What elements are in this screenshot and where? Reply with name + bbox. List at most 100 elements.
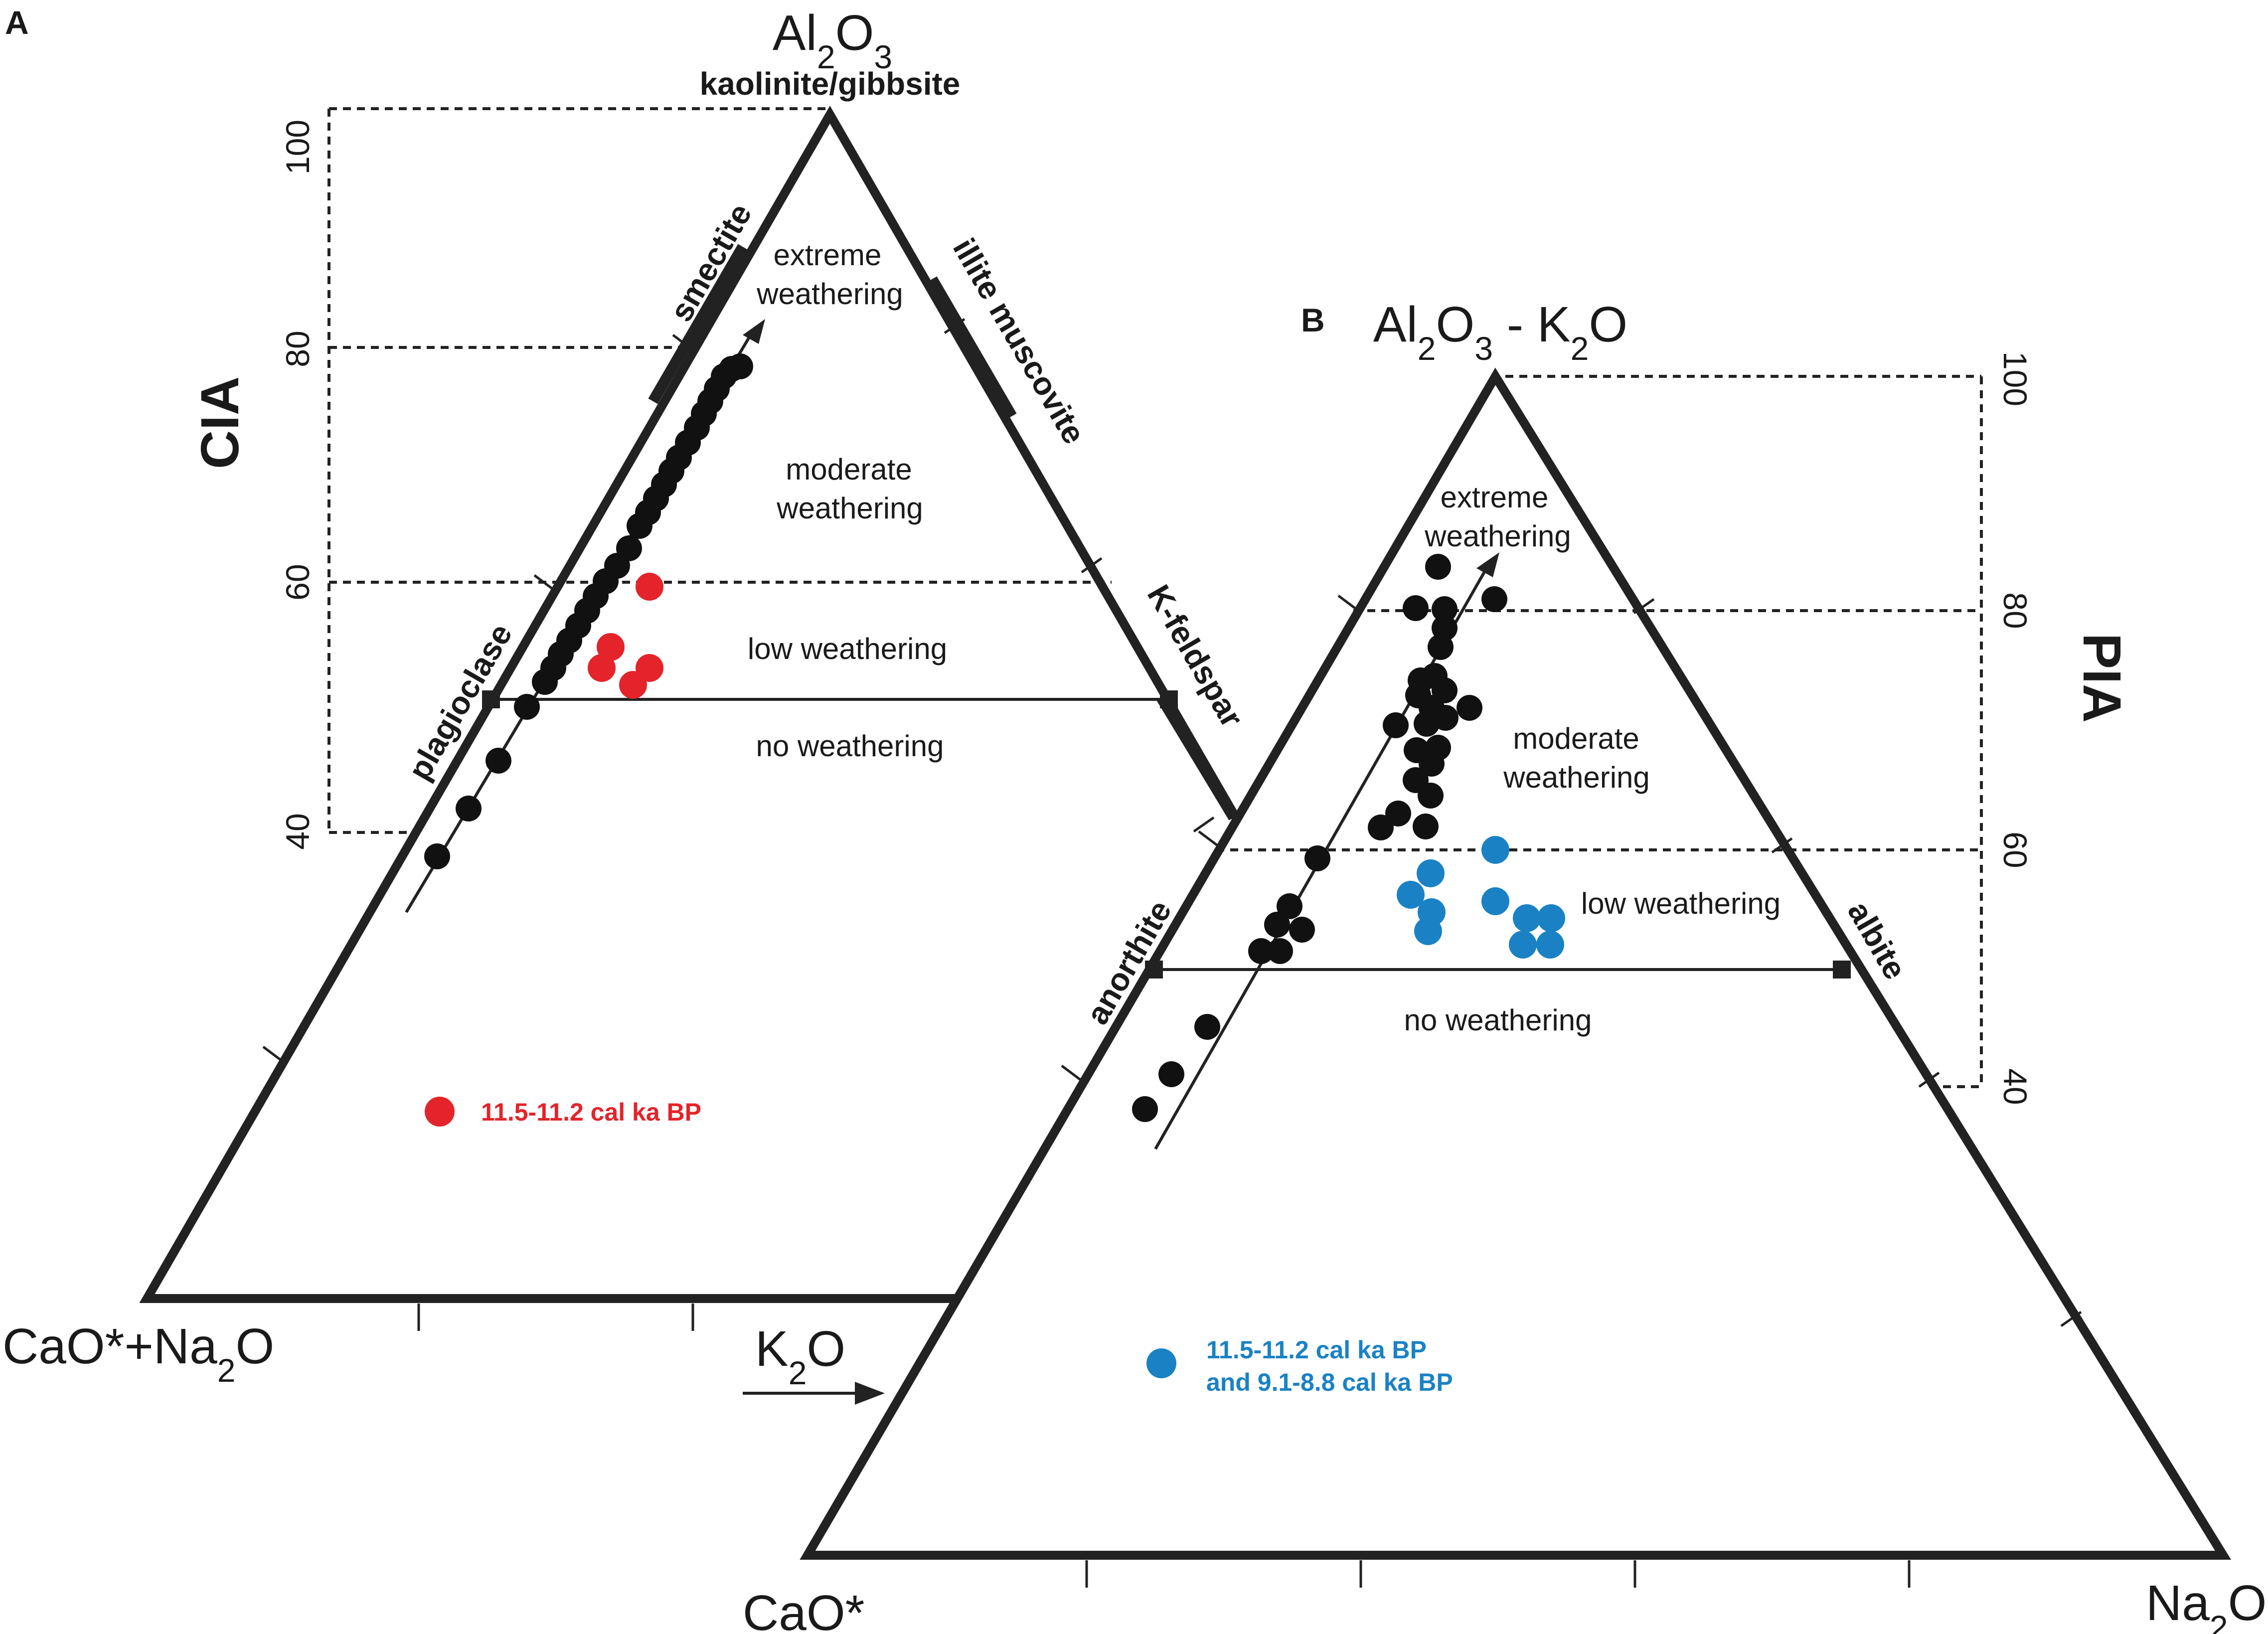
panel-b-apex-right: Na2O bbox=[2146, 1575, 2267, 1634]
panel-a-zone-extreme-2: weathering bbox=[756, 277, 903, 311]
panel-b-right-tick-3 bbox=[1918, 1071, 1940, 1088]
panel-b-blue-point bbox=[1417, 859, 1445, 887]
albite-marker bbox=[1833, 961, 1851, 979]
panel-b-apex-top: Al2O3 - K2O bbox=[1373, 297, 1627, 367]
panel-b-black-point bbox=[1304, 845, 1330, 871]
panel-b-zone-extreme-2: weathering bbox=[1424, 519, 1571, 553]
panel-b-zone-moderate-1: moderate bbox=[1513, 722, 1639, 755]
panel-b-black-point bbox=[1158, 1061, 1184, 1087]
cia-tick-100: 100 bbox=[279, 120, 316, 174]
panel-b-black-point bbox=[1413, 814, 1439, 839]
panel-b-black-points bbox=[1132, 554, 1507, 1122]
panel-b-legend-label-2: and 9.1-8.8 cal ka BP bbox=[1206, 1368, 1453, 1396]
panel-b-black-point bbox=[1289, 917, 1315, 943]
kfeldspar-bar bbox=[1156, 695, 1239, 820]
panel-b-blue-point bbox=[1397, 881, 1425, 909]
pia-tick-100: 100 bbox=[1997, 351, 2034, 406]
panel-a-red-point bbox=[597, 633, 625, 661]
panel-b-black-point bbox=[1425, 735, 1451, 761]
panel-b-apex-left: CaO* bbox=[743, 1585, 865, 1634]
panel-b-black-point bbox=[1368, 815, 1394, 840]
cia-tick-80: 80 bbox=[279, 330, 316, 367]
panel-b-right-tick-1 bbox=[1633, 598, 1655, 615]
panel-a-zone-low: low weathering bbox=[748, 632, 947, 665]
panel-a-right-tick-3 bbox=[1193, 816, 1215, 833]
panel-b-black-point bbox=[1403, 767, 1429, 793]
panel-b-black-point bbox=[1383, 712, 1409, 738]
k2o-arrowhead bbox=[855, 1382, 885, 1405]
pia-tick-80: 80 bbox=[1997, 592, 2034, 629]
panel-a-apex-top-mineral: kaolinite/gibbsite bbox=[700, 66, 961, 102]
panel-a-black-points bbox=[424, 353, 753, 869]
panel-a-black-point bbox=[616, 535, 642, 561]
illite-bar bbox=[927, 276, 1017, 419]
pia-axis-title: PIA bbox=[2072, 633, 2132, 723]
panel-a-zone-moderate-2: weathering bbox=[776, 491, 923, 525]
panel-b-pia-scale: 100 80 60 40 PIA bbox=[1216, 351, 2132, 1105]
anorthite-marker bbox=[1145, 961, 1163, 979]
panel-b: B 100 80 60 40 PIA bbox=[743, 297, 2267, 1634]
panel-b-left-tick-1 bbox=[1061, 1065, 1083, 1082]
panel-a-apex-right: K2O bbox=[755, 1321, 845, 1391]
panel-b-black-point bbox=[1267, 938, 1293, 964]
panel-b-trend-arrowhead bbox=[1476, 552, 1499, 577]
panel-b-letter: B bbox=[1301, 302, 1325, 338]
panel-b-black-point bbox=[1481, 586, 1507, 612]
panel-b-black-point bbox=[1457, 695, 1482, 721]
panel-b-right-tick-2 bbox=[1771, 837, 1793, 854]
panel-b-zone-low: low weathering bbox=[1581, 887, 1781, 920]
panel-a-left-tick-2 bbox=[533, 574, 555, 591]
panel-b-blue-point bbox=[1481, 887, 1509, 915]
panel-b-right-tick-4 bbox=[2060, 1310, 2082, 1327]
panel-a-red-point bbox=[588, 654, 616, 682]
panel-a-red-point bbox=[636, 573, 663, 601]
panel-b-black-point bbox=[1264, 912, 1290, 938]
panel-a-red-point bbox=[619, 671, 647, 699]
panel-b-left-tick-2 bbox=[1198, 830, 1220, 847]
panel-b-blue-point bbox=[1513, 904, 1541, 932]
panel-b-black-point bbox=[1385, 801, 1411, 826]
panel-b-backing bbox=[808, 376, 2223, 1555]
panel-a-letter: A bbox=[5, 4, 29, 41]
panel-b-left-tick-3 bbox=[1337, 595, 1359, 612]
kfeldspar-marker bbox=[1160, 690, 1178, 708]
panel-b-legend-marker bbox=[1146, 1348, 1176, 1378]
panel-b-black-point bbox=[1248, 938, 1274, 964]
smectite-bar bbox=[648, 244, 748, 404]
panel-a-red-points bbox=[588, 573, 663, 699]
panel-b-legend-label-1: 11.5-11.2 cal ka BP bbox=[1206, 1336, 1427, 1364]
panel-b-blue-point bbox=[1481, 836, 1509, 864]
panel-b-blue-point bbox=[1414, 917, 1442, 945]
panel-b-blue-points bbox=[1397, 836, 1565, 959]
panel-b-black-point bbox=[1432, 596, 1458, 622]
panel-a-apex-left: CaO*+Na2O bbox=[2, 1318, 274, 1389]
panel-a-legend-marker bbox=[425, 1097, 455, 1127]
panel-a-black-point bbox=[514, 694, 540, 720]
panel-b-black-point bbox=[1404, 737, 1430, 763]
panel-b-black-point bbox=[1403, 595, 1429, 621]
cia-tick-60: 60 bbox=[279, 564, 316, 600]
plagioclase-marker bbox=[482, 690, 500, 708]
pia-tick-60: 60 bbox=[1997, 831, 2034, 868]
pia-tick-40: 40 bbox=[1997, 1068, 2034, 1105]
panel-b-blue-point bbox=[1537, 904, 1565, 932]
panel-b-zone-moderate-2: weathering bbox=[1503, 761, 1650, 794]
panel-a-apex-top-oxide: Al2O3 bbox=[773, 5, 892, 75]
panel-b-black-point bbox=[1432, 615, 1458, 641]
panel-a-zone-none: no weathering bbox=[756, 729, 944, 763]
cia-axis-title: CIA bbox=[189, 376, 250, 469]
cia-tick-40: 40 bbox=[279, 813, 316, 849]
panel-b-black-point bbox=[1132, 1096, 1158, 1122]
kfeldspar-label: K-feldspar bbox=[1140, 579, 1251, 733]
panel-a-black-point bbox=[486, 748, 511, 774]
panel-a-zone-extreme-1: extreme bbox=[774, 238, 882, 272]
panel-b-black-point bbox=[1422, 663, 1448, 689]
panel-a-zone-moderate-1: moderate bbox=[786, 453, 912, 486]
panel-b-black-point bbox=[1277, 893, 1302, 919]
panel-a-legend-label: 11.5-11.2 cal ka BP bbox=[481, 1098, 701, 1126]
panel-b-black-point bbox=[1425, 554, 1451, 580]
panel-b-blue-point bbox=[1509, 931, 1537, 959]
panel-a-trend-arrowhead bbox=[743, 319, 765, 344]
panel-a-black-point bbox=[727, 353, 753, 379]
panel-b-blue-point bbox=[1536, 931, 1564, 959]
